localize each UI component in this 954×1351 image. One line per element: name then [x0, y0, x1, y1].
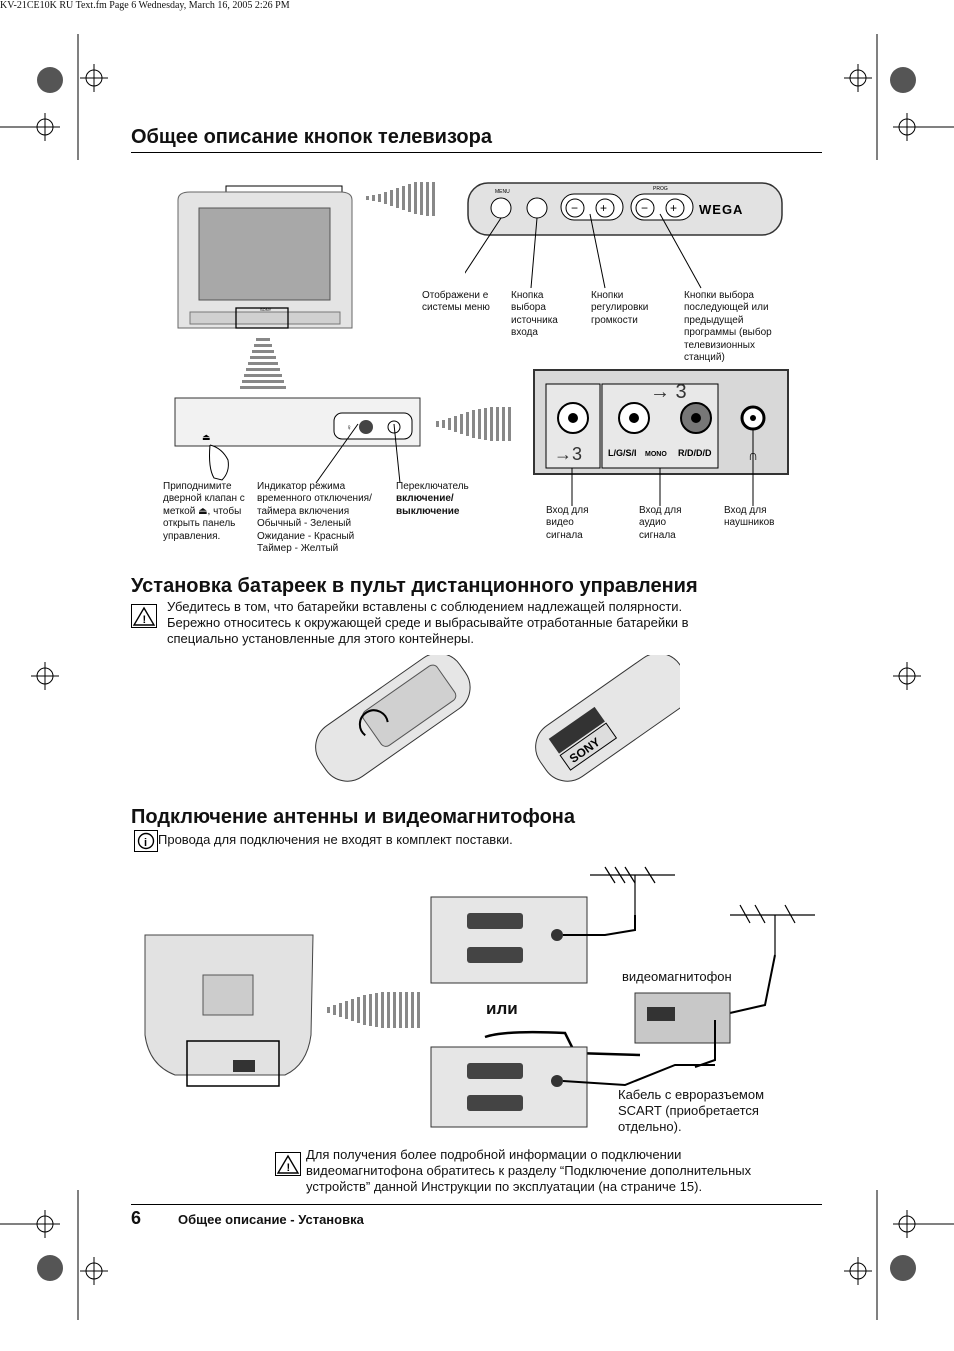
svg-text:R/D/D/D: R/D/D/D	[678, 448, 712, 458]
section1-rule	[131, 152, 822, 153]
callout-menu: Отображени е системы меню	[422, 290, 490, 314]
section2-title: Установка батареек в пульт дистанционног…	[131, 575, 698, 597]
svg-text:♀: ♀	[346, 423, 352, 432]
svg-text:→ 3: → 3	[650, 381, 687, 403]
tv-front-diagram: SONY ♀ ⏏	[174, 182, 511, 484]
svg-text:i: i	[144, 837, 147, 849]
footer-rule	[131, 1204, 822, 1205]
svg-text:⏏: ⏏	[202, 432, 211, 442]
indicator-line: Ожидание - Красный	[257, 530, 355, 542]
warning-icon: !	[131, 604, 157, 628]
battery-line: Бережно относитесь к окружающей среде и …	[167, 615, 689, 630]
input-headphones: Вход для наушников	[724, 505, 775, 529]
battery-line: Убедитесь в том, что батарейки вставлены…	[167, 599, 683, 614]
svg-text:→3: →3	[554, 444, 582, 464]
cables-note: Провода для подключения не входят в комп…	[158, 832, 513, 847]
page-number: 6	[131, 1208, 142, 1228]
scart-text: Кабель с евроразъемом SCART (приобретает…	[618, 1087, 798, 1135]
switch-bold: включение/ выключение	[396, 493, 460, 517]
input-audio: Вход для аудио сигнала	[639, 505, 682, 541]
svg-text:+: +	[600, 201, 607, 215]
or-label: или	[486, 999, 518, 1018]
indicator-line: Индикатор режима	[257, 481, 346, 492]
scart-line: Кабель с евроразъемом	[618, 1087, 765, 1102]
svg-text:MENU: MENU	[495, 189, 510, 195]
button-panel-diagram: MENU − + PROG − + WEGA	[465, 182, 783, 289]
svg-text:SONY: SONY	[260, 307, 272, 312]
indicator-line: таймера включения	[257, 505, 350, 517]
indicator-text: Индикатор режима временного отключения/ …	[257, 481, 382, 555]
jack-panel-diagram: → 3 →3 L/G/S/I MONO R/D/D/D ∩	[533, 369, 789, 506]
battery-text: Убедитесь в том, что батарейки вставлены…	[167, 599, 807, 647]
svg-text:MONO: MONO	[645, 451, 667, 458]
scart-line: отдельно).	[618, 1119, 682, 1134]
svg-text:+: +	[670, 201, 677, 215]
remote-battery-illustrations: SONY	[315, 655, 680, 782]
vcr-warning-line: Для получения более подробной информации…	[306, 1147, 682, 1162]
section1-title: Общее описание кнопок телевизора	[131, 126, 492, 148]
callout-prog: Кнопки выбора последующей или предыдущей…	[684, 290, 772, 364]
svg-text:WEGA: WEGA	[699, 202, 743, 217]
indicator-line: временного отключения/	[257, 493, 372, 505]
vcr-label: видеомагнитофон	[622, 969, 732, 984]
vcr-warning-line: видеомагнитофона обратитесь к разделу “П…	[306, 1163, 752, 1178]
vcr-warning-text: Для получения более подробной информации…	[306, 1147, 826, 1195]
svg-text:!: !	[143, 614, 147, 626]
svg-text:−: −	[641, 201, 648, 215]
scart-line: SCART (приобретается	[618, 1103, 759, 1118]
flap-text: Приподнимите дверной клапан с меткой ⏏, …	[163, 481, 245, 542]
switch-text: Переключатель включение/ выключение	[396, 481, 486, 518]
callout-volume: Кнопки регулировки громкости	[591, 290, 649, 326]
connection-diagram	[144, 866, 815, 1128]
file-header: KV-21CE10K RU Text.fm Page 6 Wednesday, …	[0, 0, 290, 11]
input-video: Вход для видео сигнала	[546, 505, 589, 541]
indicator-line: Обычный - Зеленый	[257, 518, 352, 530]
info-icon: i	[134, 830, 158, 852]
switch-line: Переключатель	[396, 481, 469, 492]
svg-text:−: −	[571, 201, 578, 215]
section3-title: Подключение антенны и видеомагнитофона	[131, 806, 575, 828]
svg-text:!: !	[287, 1162, 291, 1174]
vcr-warning-line: устройств” данной Инструкции по эксплуат…	[306, 1179, 703, 1194]
indicator-line: Таймер - Желтый	[257, 543, 339, 555]
battery-line: специально установленные для этого конте…	[167, 631, 474, 646]
warning-icon: !	[275, 1152, 301, 1176]
svg-text:PROG: PROG	[653, 186, 668, 192]
footer-text: Общее описание - Установка	[178, 1212, 364, 1227]
svg-text:L/G/S/I: L/G/S/I	[608, 448, 637, 458]
callout-input: Кнопка выбора источника входа	[511, 290, 558, 339]
